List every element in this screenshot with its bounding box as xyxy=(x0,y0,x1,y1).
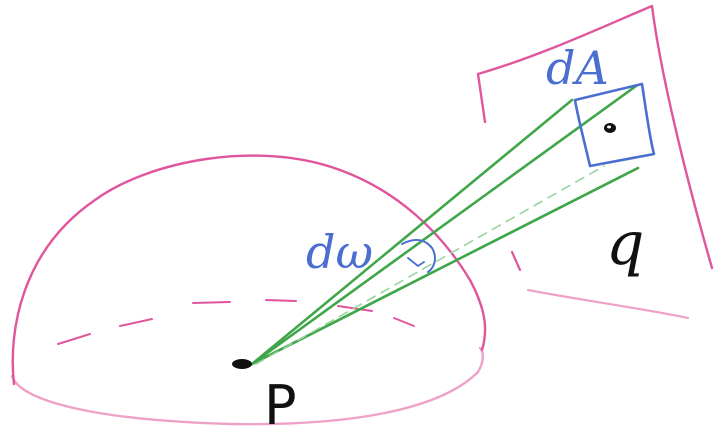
ray-upper xyxy=(250,98,574,366)
ray-center xyxy=(250,84,638,366)
surface-plane-left-edge-lower xyxy=(510,250,522,272)
ray-dashed-center xyxy=(255,165,605,365)
label-dA: dA xyxy=(546,41,609,95)
hemisphere-base-back-dashed xyxy=(57,299,415,345)
ray-lower xyxy=(250,166,640,366)
surface-plane-bottom-edge xyxy=(526,288,690,320)
hemisphere-dome xyxy=(11,154,487,386)
area-patch-square xyxy=(573,82,656,168)
label-P: P xyxy=(264,374,297,437)
label-domega: dω xyxy=(306,225,373,279)
solid-angle-arc-tick xyxy=(407,257,425,267)
solid-angle-arc xyxy=(401,238,436,273)
label-q: q xyxy=(606,209,644,279)
point-p-dot xyxy=(232,359,252,369)
hemisphere-base-front xyxy=(10,346,484,426)
surface-plane-outline xyxy=(476,4,714,270)
point-q-dot-highlight xyxy=(607,125,611,129)
ray-bundle xyxy=(250,84,640,366)
